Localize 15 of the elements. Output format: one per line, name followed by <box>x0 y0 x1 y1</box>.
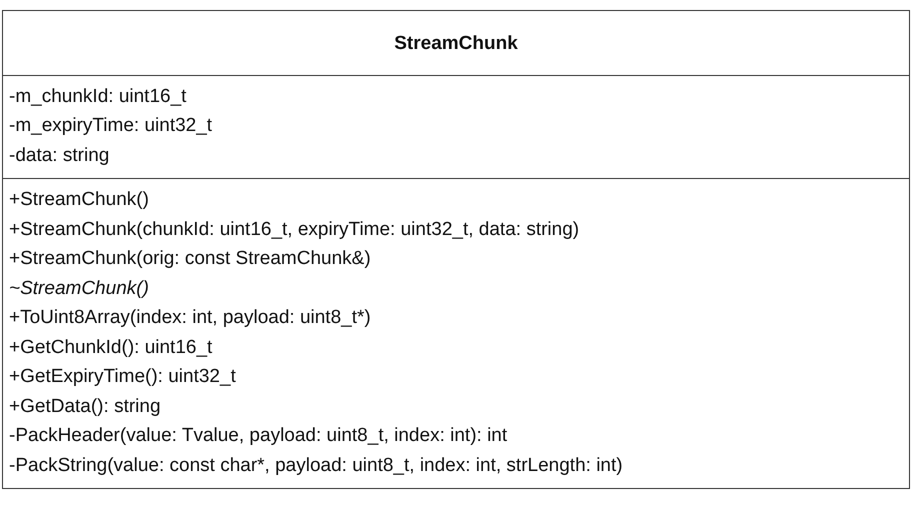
method-text: +StreamChunk(chunkId: uint16_t, expiryTime: uint32_t, data: string) <box>9 218 580 242</box>
class-name: StreamChunk <box>393 32 519 56</box>
method-text: +ToUint8Array(index: int, payload: uint8_t*) <box>9 306 371 330</box>
attribute-text: -data: string <box>9 144 110 168</box>
method-text: -PackString(value: const char*, payload: uint8_t, index: int, strLength: int) <box>9 454 623 478</box>
method-text: ~StreamChunk() <box>9 276 149 300</box>
method-text: +GetData(): string <box>9 394 161 418</box>
method-text: +StreamChunk() <box>9 188 149 212</box>
class-box <box>2 10 910 489</box>
method-text: +GetChunkId(): uint16_t <box>9 336 212 360</box>
attribute-text: -m_chunkId: uint16_t <box>9 84 186 108</box>
method-text: +StreamChunk(orig: const StreamChunk&) <box>9 247 371 271</box>
attribute-text: -m_expiryTime: uint32_t <box>9 114 212 138</box>
method-text: -PackHeader(value: Tvalue, payload: uint8_t, index: int): int <box>9 424 508 448</box>
method-text: +GetExpiryTime(): uint32_t <box>9 365 236 389</box>
